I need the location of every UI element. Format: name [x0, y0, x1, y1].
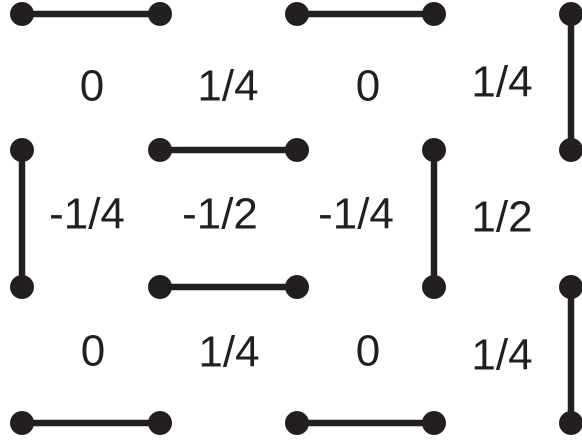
- cell-label-r3-c2: 1/4: [198, 328, 259, 377]
- cell-label-r3-c3: 0: [356, 327, 380, 376]
- dimer-node: [559, 138, 582, 162]
- dimer-node: [148, 138, 172, 162]
- dimer-node: [285, 411, 309, 435]
- dimer-node: [559, 275, 582, 299]
- dimer-right-top-vertical: [559, 2, 582, 162]
- dimer-node: [422, 138, 446, 162]
- dimer-node: [422, 2, 446, 26]
- cell-label-r3-c1: 0: [81, 327, 105, 376]
- dimer-node: [10, 411, 34, 435]
- dimer-center-upper-horizontal: [148, 138, 309, 162]
- cell-label-r1-c1: 0: [80, 62, 104, 111]
- cell-label-r2-c4: 1/2: [471, 193, 532, 242]
- dimer-node: [285, 275, 309, 299]
- dimer-node: [148, 2, 172, 26]
- dimer-node: [10, 138, 34, 162]
- dimer-right-bottom-vertical: [559, 275, 582, 435]
- cell-label-r1-c2: 1/4: [197, 62, 258, 111]
- cell-label-r2-c2: -1/2: [182, 190, 258, 239]
- cell-label-r1-c4: 1/4: [471, 58, 532, 107]
- dimer-node: [148, 275, 172, 299]
- dimer-node: [285, 138, 309, 162]
- dimer-node: [422, 275, 446, 299]
- dimer-center-right-vertical: [422, 138, 446, 299]
- cell-label-r2-c3: -1/4: [318, 190, 394, 239]
- dimer-node: [285, 2, 309, 26]
- dimer-center-lower-horizontal: [148, 275, 309, 299]
- cell-label-r2-c1: -1/4: [49, 190, 125, 239]
- dimer-node: [10, 2, 34, 26]
- cell-label-r3-c4: 1/4: [471, 331, 532, 380]
- dimer-node: [422, 411, 446, 435]
- dimer-bottom-middle-horizontal: [285, 411, 446, 435]
- dimer-node: [10, 275, 34, 299]
- cell-label-r1-c3: 0: [356, 62, 380, 111]
- dimer-top-middle-horizontal: [285, 2, 446, 26]
- dimer-node: [559, 411, 582, 435]
- dimer-top-left-horizontal: [10, 2, 172, 26]
- dimer-node: [148, 411, 172, 435]
- dimer-left-vertical: [10, 138, 34, 299]
- dimer-node: [559, 2, 582, 26]
- dimer-bottom-left-horizontal: [10, 411, 172, 435]
